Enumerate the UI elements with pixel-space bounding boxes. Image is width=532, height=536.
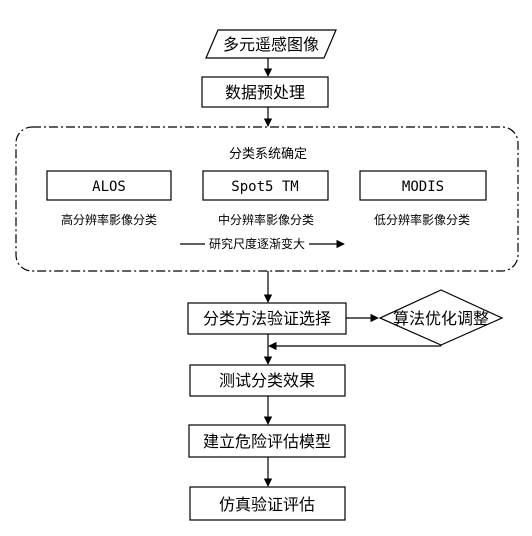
input-label: 多元遥感图像 [223, 35, 319, 54]
algorithm-optimization-label: 算法优化调整 [393, 309, 489, 328]
preprocess-box [201, 76, 329, 108]
simulation-label: 仿真验证评估 [219, 495, 315, 514]
input-parallelogram [205, 29, 337, 59]
scale-note: 研究尺度逐渐变大 [209, 236, 305, 251]
method-validation-label: 分类方法验证选择 [203, 309, 331, 328]
test-effect-label: 测试分类效果 [219, 371, 315, 390]
risk-model-box [188, 424, 346, 458]
spot5-caption: 中分辨率影像分类 [218, 212, 314, 227]
modis-label: MODIS [402, 179, 444, 195]
spot5-box [202, 170, 329, 201]
alos-label: ALOS [92, 179, 126, 195]
alos-caption: 高分辨率影像分类 [61, 212, 157, 227]
spot5-label: Spot5 TM [231, 179, 298, 195]
classification-system-title: 分类系统确定 [229, 147, 307, 162]
alos-box [46, 170, 172, 201]
simulation-box [189, 486, 346, 521]
risk-model-label: 建立危险评估模型 [203, 432, 331, 451]
preprocess-label: 数据预处理 [225, 83, 305, 102]
method-validation-box [187, 302, 347, 335]
algorithm-optimization-diamond [378, 289, 504, 346]
modis-box [359, 170, 487, 201]
modis-caption: 低分辨率影像分类 [374, 212, 470, 227]
classification-group-border [15, 126, 519, 272]
test-effect-box [189, 364, 346, 397]
